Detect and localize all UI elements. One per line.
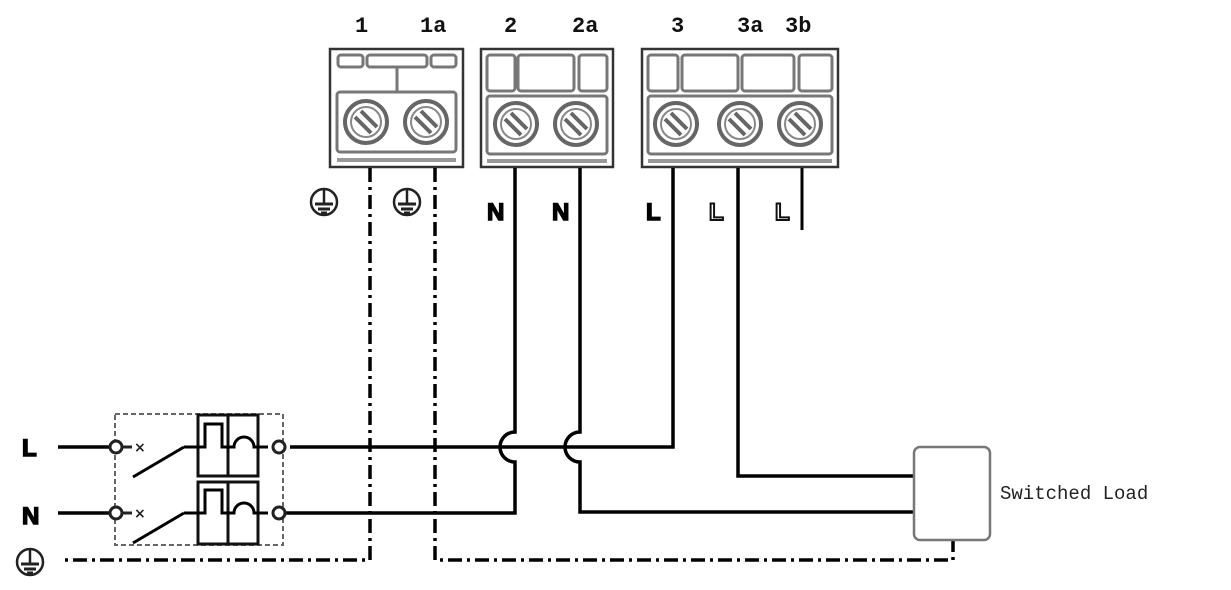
terminal-block-neutral — [479, 47, 615, 169]
svg-text:×: × — [134, 506, 146, 522]
live-wire-3 — [290, 168, 675, 449]
terminal-screw-icon — [343, 99, 389, 145]
terminal-label-3a: 3a — [737, 14, 763, 39]
terminal-block-live — [640, 47, 840, 169]
terminal-label-1a: 1a — [420, 14, 446, 39]
switched-load-box — [912, 445, 992, 542]
wire-label-live-3b: L — [775, 199, 790, 226]
terminal-screw-icon — [493, 101, 539, 147]
wire-label-neutral-2: N — [487, 199, 504, 226]
earth-wire-1a — [433, 168, 955, 562]
terminal-label-2: 2 — [504, 14, 517, 39]
earth-wire-1 — [62, 168, 372, 562]
terminal-screw-icon — [777, 101, 823, 147]
wire-label-live-3a: L — [709, 199, 724, 226]
terminal-block-earth — [328, 47, 465, 169]
terminal-label-2a: 2a — [572, 14, 598, 39]
earth-symbol-icon — [392, 187, 422, 217]
wire-label-neutral-2a: N — [552, 199, 569, 226]
supply-label-live: L — [22, 435, 37, 462]
terminal-screw-icon — [403, 99, 449, 145]
terminal-screw-icon — [717, 101, 763, 147]
terminal-screw-icon — [653, 101, 699, 147]
terminal-label-3: 3 — [671, 14, 684, 39]
wire-label-live-3: L — [646, 199, 661, 226]
live-wire-3a — [736, 168, 914, 478]
supply-label-neutral: N — [22, 503, 39, 530]
earth-symbol-icon — [309, 187, 339, 217]
svg-text:×: × — [134, 440, 146, 456]
terminal-label-3b: 3b — [785, 14, 811, 39]
earth-symbol-icon — [15, 547, 45, 577]
circuit-breaker-icon: × × — [108, 413, 287, 546]
terminal-label-1: 1 — [355, 14, 368, 39]
terminal-screw-icon — [553, 101, 599, 147]
switched-load-label: Switched Load — [1000, 483, 1148, 505]
neutral-wire-2 — [282, 168, 517, 515]
